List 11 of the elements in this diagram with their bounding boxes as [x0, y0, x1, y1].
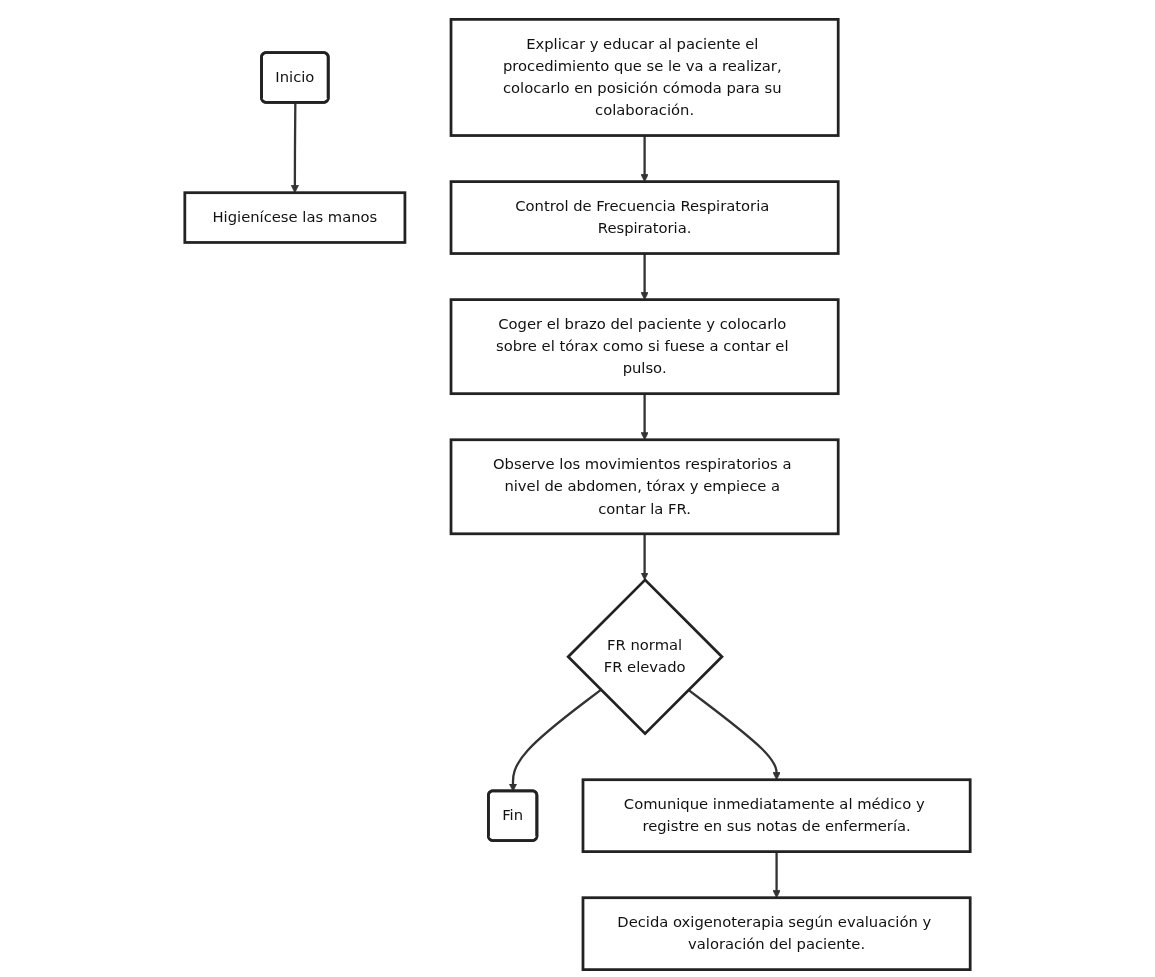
node-diamond: FR normal FR elevado	[566, 577, 724, 736]
arrow	[640, 135, 649, 182]
node-box: Explicar y educar al paciente el procedimiento que se le va a realizar, colocarlo en posición cómoda para su colaboración.	[449, 18, 840, 137]
arrow	[640, 533, 649, 581]
node-box: Comunique inmediatamente al médico y registre en sus notas de enfermería.	[581, 778, 972, 853]
arrow	[640, 253, 649, 300]
node-box: Decida oxigenoterapia según evaluación y valoración del paciente.	[581, 896, 972, 971]
node-box: Control de Frecuencia Respiratoria Respiratoria.	[449, 180, 840, 255]
node-box: Coger el brazo del paciente y colocarlo sobre el tórax como si fuese a contar el pulso.	[449, 298, 840, 396]
node-box: Observe los movimientos respiratorios a nivel de abdomen, tórax y empiece a contar la FR.	[449, 438, 840, 536]
node-box: Higienícese las manos	[183, 191, 407, 244]
